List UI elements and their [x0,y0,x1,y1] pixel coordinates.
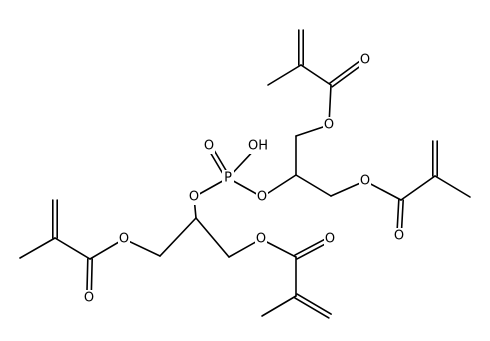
atom-o-phosphoryl: O [203,138,215,154]
svg-text:O: O [360,174,370,189]
atom-label-layer: O OH P O O O O O [83,52,405,306]
svg-text:O: O [204,139,214,154]
atom-phosphorus: P [222,170,234,186]
svg-text:O: O [84,291,94,306]
atom-o-carbonyl-bottom: O [324,231,336,247]
svg-text:O: O [257,190,267,205]
single-bond [54,237,91,260]
svg-text:O: O [324,118,334,133]
atom-o-ester-top: O [323,117,335,133]
atom-o-bridge-right: O [256,189,268,205]
atom-o-bridge-left: O [188,189,200,205]
svg-text:O: O [189,190,199,205]
double-bond [294,236,330,256]
svg-text:P: P [224,171,232,186]
atom-o-ester-bottom: O [255,231,267,247]
svg-text:O: O [360,53,370,68]
atom-o-carbonyl-right: O [393,228,405,244]
double-bond [294,297,330,319]
atom-oh-phosphate: OH [247,138,269,154]
single-bond [261,295,297,317]
atom-o-carbonyl-top: O [359,52,371,68]
svg-text:O: O [256,232,266,247]
single-bond [267,64,302,86]
double-bond [328,57,365,85]
svg-text:OH: OH [248,139,268,154]
svg-text:O: O [394,229,404,244]
single-bond [195,217,230,258]
svg-text:O: O [119,232,129,247]
atom-o-carbonyl-left: O [83,290,95,306]
single-bond [19,237,56,259]
atom-o-ester-left: O [118,231,130,247]
double-bond [296,293,332,315]
atom-o-ester-right: O [359,173,371,189]
single-bond [159,217,197,257]
bond-layer [19,29,471,319]
single-bond [295,174,332,197]
single-bond [434,175,471,198]
single-bond [300,64,332,86]
single-bond [400,175,436,201]
svg-text:O: O [325,232,335,247]
